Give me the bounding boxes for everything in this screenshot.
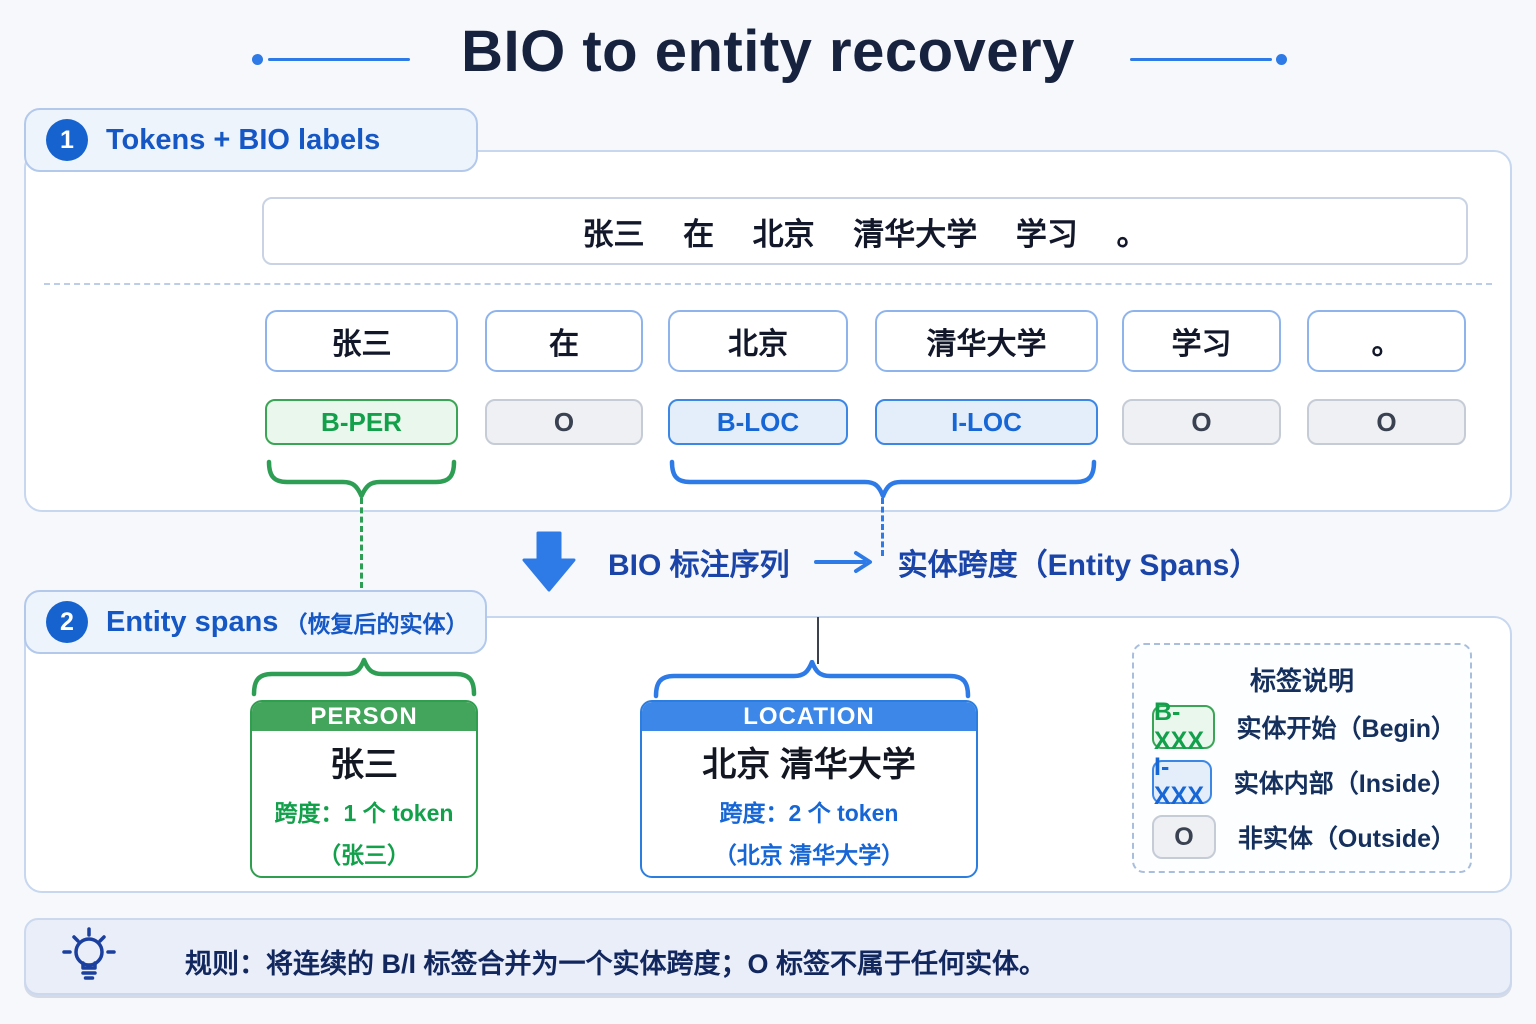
section1-header: 1 Tokens + BIO labels xyxy=(24,108,478,172)
rule-bar xyxy=(24,918,1512,995)
legend-desc-inside: 实体内部（Inside） xyxy=(1233,770,1456,798)
location-connector-line xyxy=(817,617,819,664)
legend-row-outside: O 非实体（Outside） xyxy=(1152,815,1456,859)
person-entity-card: PERSON 张三 跨度：1 个 token （张三） xyxy=(250,700,478,878)
page-title: BIO to entity recovery xyxy=(461,19,1075,84)
person-card-text: 张三 xyxy=(330,746,398,784)
bio-tag-b-per: B-PER xyxy=(265,399,458,445)
bio-tag-b-loc: B-LOC xyxy=(668,399,848,445)
legend-desc-begin: 实体开始（Begin） xyxy=(1236,715,1456,743)
token-box: 学习 xyxy=(1122,310,1281,372)
arrow-down-icon xyxy=(522,531,576,592)
flow-left-text: BIO 标注序列 xyxy=(608,549,790,582)
location-card-header: LOCATION xyxy=(642,702,976,731)
token-box: 北京 xyxy=(668,310,848,372)
section2-badge: 2 xyxy=(46,601,88,643)
section2-title: Entity spans xyxy=(106,605,279,638)
flow-right-text: 实体跨度（Entity Spans） xyxy=(897,549,1260,582)
section2-header: 2 Entity spans （恢复后的实体） xyxy=(24,590,487,654)
legend-row-inside: I-XXX 实体内部（Inside） xyxy=(1152,753,1456,810)
location-card-span: 跨度：2 个 token xyxy=(719,800,899,826)
location-entity-card: LOCATION 北京 清华大学 跨度：2 个 token （北京 清华大学） xyxy=(640,700,978,878)
token-box: 张三 xyxy=(265,310,458,372)
label-legend: 标签说明 B-XXX 实体开始（Begin） I-XXX 实体内部（Inside… xyxy=(1132,643,1472,873)
flow-caption: BIO 标注序列 实体跨度（Entity Spans） xyxy=(608,540,1259,584)
section2-subtitle: （恢复后的实体） xyxy=(284,611,469,637)
bio-tag-o: O xyxy=(1307,399,1466,445)
person-card-span: 跨度：1 个 token xyxy=(274,800,454,826)
section1-title: Tokens + BIO labels xyxy=(106,123,381,156)
person-connector-dashed-line xyxy=(360,498,363,588)
location-card-brace xyxy=(653,660,971,699)
person-card-header: PERSON xyxy=(252,702,476,731)
legend-row-begin: B-XXX 实体开始（Begin） xyxy=(1152,698,1456,755)
legend-pill-i-xxx: I-XXX xyxy=(1152,753,1212,810)
location-card-tokens: （北京 清华大学） xyxy=(713,842,905,868)
title-right-line xyxy=(1130,58,1272,61)
location-card-text: 北京 清华大学 xyxy=(702,746,916,784)
legend-desc-outside: 非实体（Outside） xyxy=(1237,825,1456,853)
sentence-box: 张三 在 北京 清华大学 学习 。 xyxy=(262,197,1468,265)
rule-text: 规则：将连续的 B/I 标签合并为一个实体跨度；O 标签不属于任何实体。 xyxy=(185,949,1047,979)
location-connector-dashed-line xyxy=(881,498,884,556)
token-box: 清华大学 xyxy=(875,310,1098,372)
bio-tag-o: O xyxy=(1122,399,1281,445)
lightbulb-icon xyxy=(62,927,116,980)
person-card-brace xyxy=(251,657,477,697)
legend-title: 标签说明 xyxy=(1249,666,1354,696)
location-span-brace xyxy=(669,459,1097,499)
title-left-dot xyxy=(252,54,263,65)
bio-tag-o: O xyxy=(485,399,643,445)
token-box: 在 xyxy=(485,310,643,372)
title-right-dot xyxy=(1276,54,1287,65)
title-left-line xyxy=(268,58,410,61)
person-card-tokens: （张三） xyxy=(318,842,410,868)
arrow-right-icon xyxy=(813,551,872,573)
bio-tag-i-loc: I-LOC xyxy=(875,399,1098,445)
section1-badge: 1 xyxy=(46,119,88,161)
token-box: 。 xyxy=(1307,310,1466,372)
legend-pill-b-xxx: B-XXX xyxy=(1152,698,1215,755)
person-span-brace xyxy=(266,459,457,499)
legend-pill-o: O xyxy=(1152,815,1216,859)
section1-divider xyxy=(44,283,1492,285)
